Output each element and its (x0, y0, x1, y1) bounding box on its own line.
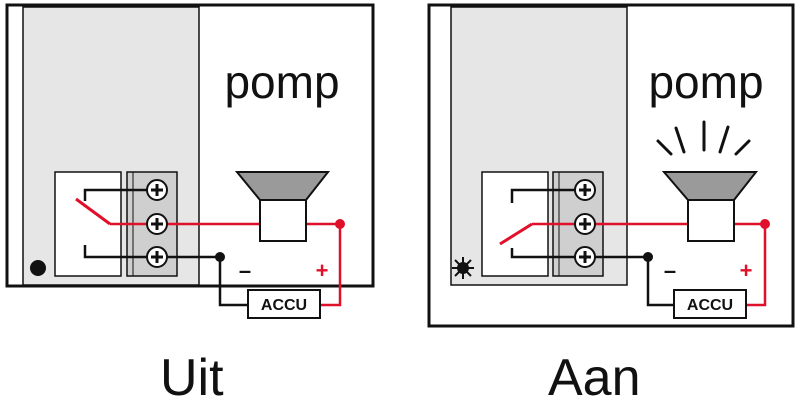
plus-label: + (316, 258, 329, 283)
sensor-burst-icon (452, 257, 474, 279)
minus-label: – (239, 258, 251, 283)
diagram-panel-off: ACCU – + pomp (5, 3, 375, 319)
minus-label: – (664, 258, 676, 283)
battery-box (247, 289, 321, 319)
junction-dot (335, 219, 345, 229)
battery-label: ACCU (261, 297, 307, 314)
junction-dot (760, 219, 770, 229)
state-label-off: Uit (160, 349, 224, 407)
terminal-screws (146, 179, 168, 268)
sensor-indicator (30, 260, 46, 276)
junction-dot (215, 252, 225, 262)
device-label: pomp (224, 56, 339, 108)
plus-label: + (740, 258, 753, 283)
terminal-screws (574, 179, 596, 268)
switch-lever (499, 222, 533, 246)
junction-dot (643, 252, 653, 262)
pump-icon (234, 171, 331, 242)
switch-lever (75, 197, 111, 226)
diagram-panel-on: ACCU – + pomp (427, 3, 795, 328)
battery-box (673, 289, 747, 319)
battery-label: ACCU (687, 297, 733, 314)
pump-sound-icon (656, 120, 759, 242)
state-label-on: Aan (548, 349, 641, 407)
device-label: pomp (648, 56, 763, 108)
